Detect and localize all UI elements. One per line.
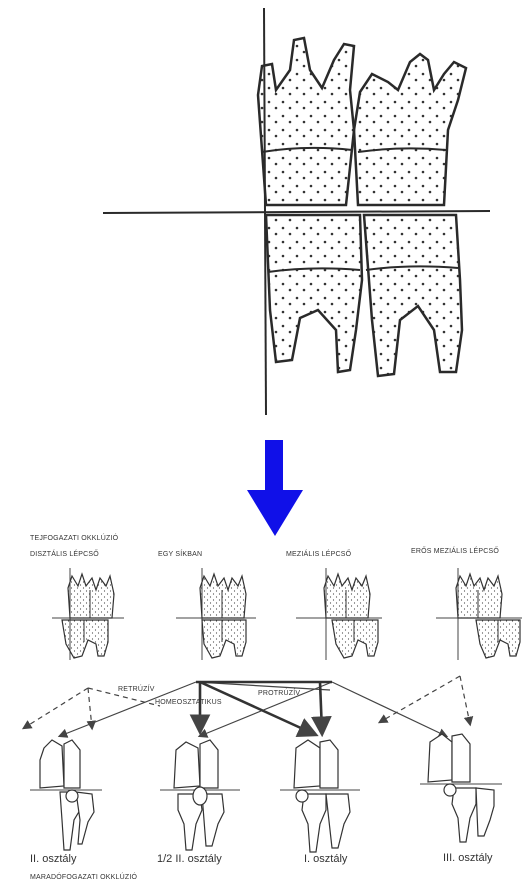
permanent-teeth-3 xyxy=(280,740,360,852)
permanent-teeth-2 xyxy=(160,740,240,850)
primary-type-label-distal: DISZTÁLIS LÉPCSŐ xyxy=(30,551,99,558)
primary-teeth-3 xyxy=(296,568,382,660)
permanent-teeth-1 xyxy=(30,740,102,850)
primary-type-label-strong-mesial: ERŐS MEZIÁLIS LÉPCSŐ xyxy=(411,548,499,555)
class-label-half-ii: 1/2 II. osztály xyxy=(157,853,222,865)
section-title-primary: TEJFOGAZATI OKKLÚZIÓ xyxy=(30,535,118,542)
class-label-i: I. osztály xyxy=(304,853,347,865)
primary-type-label-flush: EGY SÍKBAN xyxy=(158,551,202,558)
primary-teeth-1 xyxy=(52,568,124,660)
class-label-ii: II. osztály xyxy=(30,853,76,865)
primary-type-label-mesial: MEZIÁLIS LÉPCSŐ xyxy=(286,551,351,558)
permanent-teeth-4 xyxy=(420,734,502,842)
section-title-permanent: MARADÓFOGAZATI OKKLÚZIÓ xyxy=(30,874,137,881)
path-label-retruziv: RETRÚZÍV xyxy=(118,686,155,693)
primary-teeth-4 xyxy=(436,568,522,660)
class-label-iii: III. osztály xyxy=(443,852,493,864)
path-label-protruziv: PROTRÚZÍV xyxy=(258,690,300,697)
path-label-homeosztatikus: HOMEOSZTATIKUS xyxy=(155,699,222,706)
primary-teeth-2 xyxy=(176,568,256,660)
